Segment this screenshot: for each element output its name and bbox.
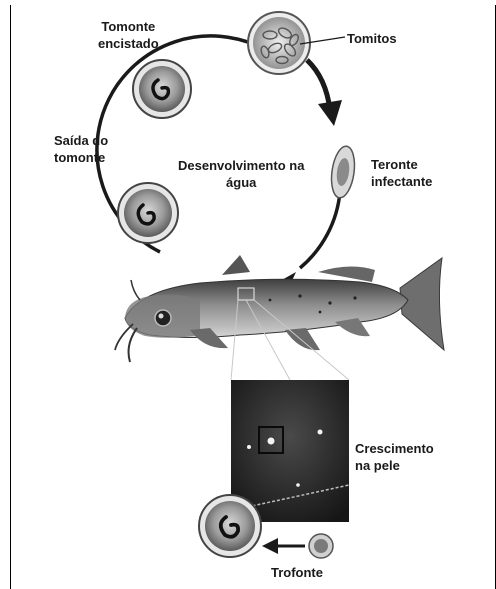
fish-illustration bbox=[115, 255, 444, 362]
arrow-to-trofonte bbox=[262, 538, 305, 554]
arrow-to-teronte bbox=[307, 60, 342, 126]
label-desenvolvimento: Desenvolvimento na água bbox=[178, 157, 304, 191]
theront-icon bbox=[328, 145, 357, 200]
label-tomitos: Tomitos bbox=[347, 30, 397, 47]
label-crescimento: Crescimento na pele bbox=[355, 440, 434, 474]
tomont-exit-icon bbox=[118, 183, 178, 243]
label-saida-do-tomonte: Saída do tomonte bbox=[54, 132, 108, 166]
small-trophont-icon bbox=[309, 534, 333, 558]
tomites-icon bbox=[248, 12, 345, 74]
label-trofonte: Trofonte bbox=[271, 564, 323, 581]
tomont-cyst-icon bbox=[133, 60, 191, 118]
trophont-icon bbox=[199, 495, 261, 557]
label-teronte-infectante: Teronte infectante bbox=[371, 156, 432, 190]
label-tomonte-encistado: Tomonte encistado bbox=[98, 18, 159, 52]
